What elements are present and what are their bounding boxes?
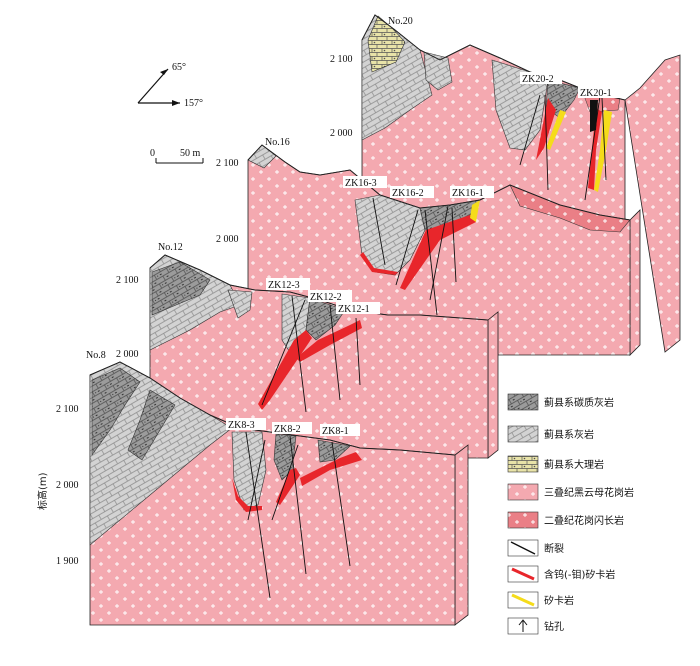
section-title: No.16 xyxy=(265,137,290,148)
carb-limestone-band xyxy=(91,367,141,456)
w-skarn-rim xyxy=(360,252,398,275)
limestone-pod xyxy=(227,289,253,319)
carb-limestone-band xyxy=(151,261,211,316)
fault-line xyxy=(261,299,306,406)
legend-label: 三叠纪黑云母花岗岩 xyxy=(544,486,634,499)
marble-swatch xyxy=(507,455,539,473)
section-no8: No.8 2 100 2 000 1 900 ZK8-3 ZK8-2 ZK8-1 xyxy=(56,350,469,626)
surface-line xyxy=(149,254,489,321)
svg-text:ZK12-2: ZK12-2 xyxy=(310,292,342,303)
drill-hole-label: ZK12-3 xyxy=(266,278,310,291)
svg-text:ZK8-1: ZK8-1 xyxy=(322,426,349,437)
y-axis-title: 标高(m) xyxy=(36,472,49,510)
legend-label: 蓟县系大理岩 xyxy=(544,458,604,471)
legend-label: 钻孔 xyxy=(544,620,564,633)
elevation-2000: 2 000 xyxy=(216,234,239,245)
elevation-2000: 2 000 xyxy=(56,480,79,491)
svg-text:ZK12-1: ZK12-1 xyxy=(338,304,370,315)
scale-zero: 0 xyxy=(150,148,155,159)
drill-hole-label: ZK12-2 xyxy=(308,290,352,303)
scale-bar: 0 50 m xyxy=(150,148,204,164)
legend-label: 蓟县系灰岩 xyxy=(544,428,594,441)
side-face xyxy=(624,54,681,353)
w-skarn-vein xyxy=(296,320,362,362)
svg-text:ZK20-1: ZK20-1 xyxy=(580,88,612,99)
w-skarn-rim xyxy=(232,478,262,512)
legend-label: 二叠纪花岗闪长岩 xyxy=(544,514,624,527)
limestone-lens xyxy=(231,431,267,511)
drill-hole-label: ZK20-1 xyxy=(578,86,620,99)
legend-label: 断裂 xyxy=(544,542,564,555)
limestone-pod xyxy=(423,51,453,91)
drill-hole-label: ZK8-2 xyxy=(272,422,312,435)
w-skarn-vein xyxy=(276,468,300,505)
side-face xyxy=(454,444,469,626)
drill-hole-label: ZK16-3 xyxy=(343,176,387,189)
drill-hole-line xyxy=(544,94,607,191)
drill-hole-label: ZK16-1 xyxy=(450,186,494,199)
legend: 蓟县系碳质灰岩 蓟县系灰岩 蓟县系大理岩 三叠纪黑云母花岗岩 二叠纪花岗闪长岩 … xyxy=(507,393,634,635)
drill-hole-label: ZK8-3 xyxy=(226,418,266,431)
carb-limestone-band xyxy=(127,389,176,461)
limestone-swatch xyxy=(507,425,539,443)
drill-hole-line xyxy=(291,295,361,413)
svg-text:ZK16-3: ZK16-3 xyxy=(345,178,377,189)
compass-65-label: 65° xyxy=(172,62,186,73)
elevation-1900: 1 900 xyxy=(56,556,79,567)
legend-label: 蓟县系碳质灰岩 xyxy=(544,396,614,409)
side-face xyxy=(487,311,499,459)
fault-swatch xyxy=(510,541,536,555)
compass: 65° 157° xyxy=(137,62,203,109)
w-mo-skarn-swatch xyxy=(511,567,535,581)
svg-text:ZK8-3: ZK8-3 xyxy=(228,420,255,431)
w-skarn-vein xyxy=(588,108,602,190)
legend-label: 含钨(-钼)矽卡岩 xyxy=(544,568,615,581)
surface-line xyxy=(247,144,631,221)
drill-hole-swatch xyxy=(518,619,528,632)
legend-label: 矽卡岩 xyxy=(544,594,574,607)
arrow-65-icon xyxy=(137,68,169,104)
svg-text:ZK12-3: ZK12-3 xyxy=(268,280,300,291)
skarn-vein xyxy=(594,110,612,192)
skarn-vein xyxy=(546,110,566,150)
section-title: No.20 xyxy=(388,16,413,27)
svg-text:ZK16-2: ZK16-2 xyxy=(392,188,424,199)
biotite-granite-swatch xyxy=(507,483,539,501)
section-no12: No.12 2 100 2 000 ZK12-3 ZK12-2 ZK12-1 xyxy=(116,242,499,459)
marble-band xyxy=(367,15,406,73)
elevation-2100: 2 100 xyxy=(116,275,139,286)
section-title: No.8 xyxy=(86,350,106,361)
compass-157-label: 157° xyxy=(184,98,203,109)
drill-hole-label: ZK16-2 xyxy=(390,186,434,199)
drill-hole-line xyxy=(372,197,457,316)
elevation-2000: 2 000 xyxy=(116,349,139,360)
elevation-2100: 2 100 xyxy=(216,158,239,169)
drill-hole-line xyxy=(245,431,351,599)
fault-line xyxy=(395,205,449,301)
svg-text:ZK8-2: ZK8-2 xyxy=(274,424,301,435)
side-face xyxy=(629,209,641,356)
drill-hole-label: ZK8-1 xyxy=(320,424,360,437)
section-title: No.12 xyxy=(158,242,183,253)
svg-text:ZK16-1: ZK16-1 xyxy=(452,188,484,199)
scale-length: 50 m xyxy=(180,148,201,159)
skarn-swatch xyxy=(511,593,535,607)
fault-line xyxy=(247,439,299,521)
elevation-2100: 2 100 xyxy=(330,54,353,65)
elevation-2000: 2 000 xyxy=(330,128,353,139)
carbonaceous-limestone-swatch xyxy=(507,393,539,411)
granodiorite-swatch xyxy=(507,511,539,529)
drill-hole-label: ZK20-2 xyxy=(520,72,562,85)
fault-line xyxy=(519,94,601,201)
carb-limestone-lens xyxy=(273,433,297,481)
w-skarn-vein xyxy=(300,452,362,486)
skarn-vein xyxy=(470,200,480,222)
svg-text:ZK20-2: ZK20-2 xyxy=(522,74,554,85)
w-skarn-vein xyxy=(400,215,476,290)
elevation-2100: 2 100 xyxy=(56,404,79,415)
surface-line xyxy=(361,14,626,101)
drill-hole-label: ZK12-1 xyxy=(336,302,380,315)
